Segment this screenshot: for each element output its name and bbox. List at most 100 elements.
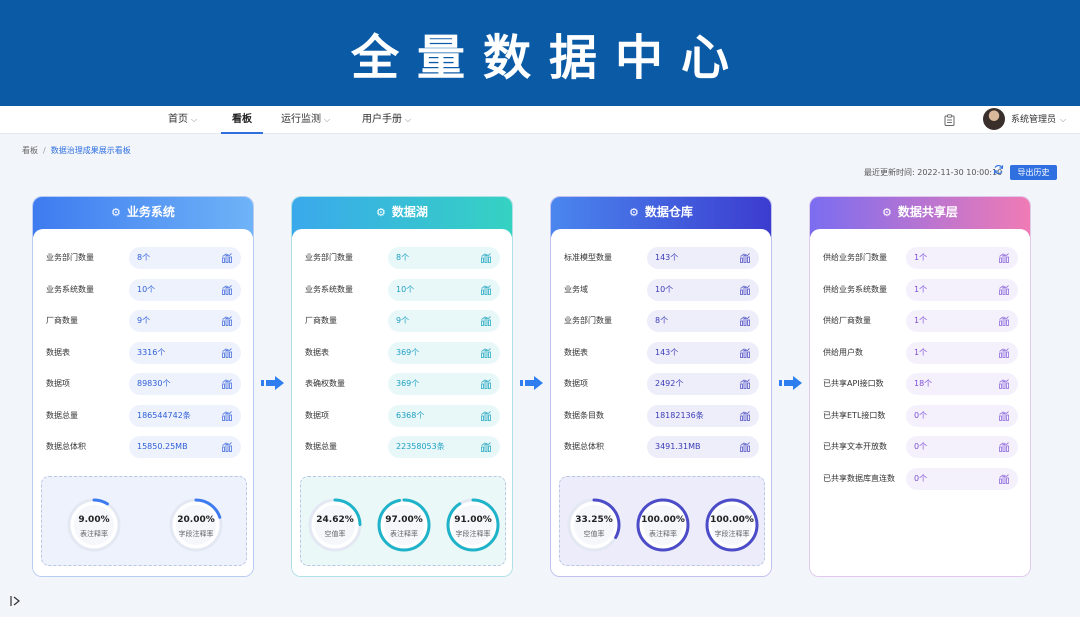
gauge-label: 字段注释率: [455, 530, 491, 538]
bar-chart-icon[interactable]: [998, 410, 1010, 422]
metric-value-pill[interactable]: 0个: [906, 436, 1018, 458]
bar-chart-icon[interactable]: [998, 473, 1010, 485]
metric-value-pill[interactable]: 143个: [647, 247, 759, 269]
metric-value-pill[interactable]: 6368个: [388, 404, 500, 427]
bar-chart-icon[interactable]: [739, 347, 751, 359]
bar-chart-icon[interactable]: [739, 441, 751, 453]
bar-chart-icon[interactable]: [739, 410, 751, 422]
bar-chart-icon[interactable]: [221, 441, 233, 453]
bar-chart-icon[interactable]: [998, 378, 1010, 390]
metric-value-pill[interactable]: 1个: [906, 341, 1018, 364]
metric-label: 已共享数据库直连数: [823, 473, 895, 483]
avatar[interactable]: [983, 108, 1005, 130]
chevron-down-icon: ⌵: [191, 115, 198, 124]
metric-value-pill[interactable]: 0个: [906, 404, 1018, 427]
nav-item-manual[interactable]: 用户手册⌵: [362, 114, 412, 125]
breadcrumb: 看板/数据治理成果展示看板: [22, 145, 131, 156]
metric-value: 3491.31MB: [655, 442, 701, 451]
metric-label: 数据项: [564, 379, 588, 388]
metric-value-pill[interactable]: 8个: [129, 247, 241, 269]
nav-item-home[interactable]: 首页⌵: [168, 114, 198, 125]
bar-chart-icon[interactable]: [221, 378, 233, 390]
bar-chart-icon[interactable]: [739, 315, 751, 327]
metric-value-pill[interactable]: 1个: [906, 247, 1018, 269]
bar-chart-icon[interactable]: [221, 410, 233, 422]
metric-value-pill[interactable]: 22358053条: [388, 436, 500, 458]
nav-item-dashboard[interactable]: 看板: [221, 106, 263, 134]
bar-chart-icon[interactable]: [739, 252, 751, 264]
metric-value-pill[interactable]: 0个: [906, 467, 1018, 490]
metric-row: 数据项 2492个: [551, 373, 771, 395]
card-title: 数据共享层: [897, 205, 958, 219]
gauge-label: 表注释率: [390, 530, 418, 538]
metric-value-pill[interactable]: 3491.31MB: [647, 436, 759, 458]
metric-value-pill[interactable]: 9个: [129, 310, 241, 332]
clipboard-icon[interactable]: [944, 114, 955, 126]
metric-value-pill[interactable]: 1个: [906, 310, 1018, 332]
refresh-icon[interactable]: [993, 164, 1004, 175]
bar-chart-icon[interactable]: [998, 284, 1010, 296]
bar-chart-icon[interactable]: [739, 378, 751, 390]
metric-value-pill[interactable]: 8个: [388, 247, 500, 269]
metric-value: 9个: [137, 316, 151, 325]
bar-chart-icon[interactable]: [998, 315, 1010, 327]
metric-value-pill[interactable]: 369个: [388, 341, 500, 364]
metric-label: 数据表: [46, 347, 70, 357]
metric-value-pill[interactable]: 3316个: [129, 341, 241, 364]
metric-label: 数据总量: [305, 442, 337, 451]
metric-value-pill[interactable]: 8个: [647, 310, 759, 332]
user-menu[interactable]: 系统管理员⌵: [1011, 106, 1066, 134]
metric-value-pill[interactable]: 18个: [906, 373, 1018, 395]
metric-label: 业务部门数量: [564, 316, 612, 325]
expand-sidebar-icon[interactable]: [9, 595, 21, 610]
nav-item-monitoring[interactable]: 运行监测⌵: [281, 114, 331, 125]
gauge-label: 字段注释率: [714, 530, 750, 538]
bar-chart-icon[interactable]: [480, 315, 492, 327]
metric-value-pill[interactable]: 10个: [129, 278, 241, 301]
bar-chart-icon[interactable]: [221, 347, 233, 359]
breadcrumb-root[interactable]: 看板: [22, 146, 38, 155]
metric-value-pill[interactable]: 9个: [388, 310, 500, 332]
metric-value-pill[interactable]: 18182136条: [647, 404, 759, 427]
bar-chart-icon[interactable]: [480, 441, 492, 453]
bar-chart-icon[interactable]: [998, 252, 1010, 264]
gauge: 100.00%表注释率: [635, 497, 691, 553]
bar-chart-icon[interactable]: [739, 284, 751, 296]
metric-value-pill[interactable]: 369个: [388, 373, 500, 395]
bar-chart-icon[interactable]: [480, 378, 492, 390]
bar-chart-icon[interactable]: [480, 347, 492, 359]
bar-chart-icon[interactable]: [480, 252, 492, 264]
metric-value-pill[interactable]: 2492个: [647, 373, 759, 395]
metric-value: 0个: [914, 442, 928, 451]
metric-value-pill[interactable]: 10个: [647, 278, 759, 301]
metric-value-pill[interactable]: 15850.25MB: [129, 436, 241, 458]
metric-value-pill[interactable]: 89830个: [129, 373, 241, 395]
bar-chart-icon[interactable]: [480, 284, 492, 296]
metric-value: 10个: [137, 284, 156, 294]
metric-value: 1个: [914, 347, 928, 357]
metric-value-pill[interactable]: 186544742条: [129, 404, 241, 427]
bar-chart-icon[interactable]: [221, 252, 233, 264]
bar-chart-icon[interactable]: [221, 284, 233, 296]
gauge-value: 20.00%: [177, 515, 215, 525]
metric-value: 1个: [914, 284, 928, 294]
export-history-button[interactable]: 导出历史: [1010, 165, 1057, 180]
metric-value-pill[interactable]: 1个: [906, 278, 1018, 301]
bar-chart-icon[interactable]: [480, 410, 492, 422]
metric-value-pill[interactable]: 10个: [388, 278, 500, 301]
metric-value-pill[interactable]: 143个: [647, 341, 759, 364]
bar-chart-icon[interactable]: [998, 441, 1010, 453]
gauge-label: 空值率: [583, 530, 605, 538]
bar-chart-icon[interactable]: [998, 347, 1010, 359]
bar-chart-icon[interactable]: [221, 315, 233, 327]
metric-label: 供给厂商数量: [823, 316, 871, 325]
